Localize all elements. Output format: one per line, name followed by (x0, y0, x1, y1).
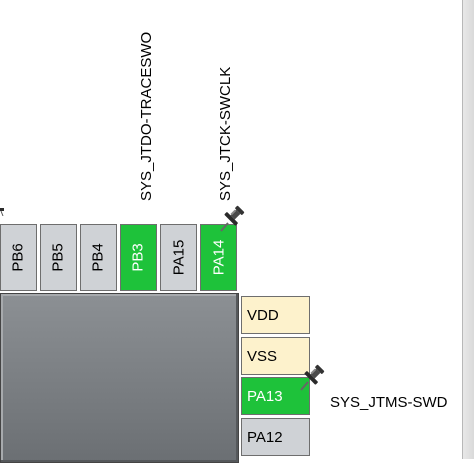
scroll-edge (462, 0, 474, 459)
pin-pb5[interactable]: PB5 (40, 224, 77, 291)
signal-label-pa14: SYS_JTCK-SWCLK (217, 66, 234, 201)
pin-label: PB3 (129, 243, 147, 272)
pin-pa13[interactable]: PA13 (241, 377, 310, 415)
chip-body (0, 293, 239, 463)
pushpin-icon (300, 364, 325, 391)
pin-pa12[interactable]: PA12 (241, 418, 310, 456)
pin-label: PB6 (9, 243, 27, 272)
pin-pb3[interactable]: PB3 (120, 224, 157, 291)
signal-label-pa13: SYS_JTMS-SWD (330, 394, 448, 411)
pushpin-icon (220, 205, 245, 232)
pin-pa15[interactable]: PA15 (160, 224, 197, 291)
pin-label: PA12 (247, 428, 283, 446)
pin-label: PA15 (170, 239, 187, 276)
pin-label: PA14 (210, 239, 227, 276)
pin-label: PB4 (89, 243, 107, 272)
pin-vdd[interactable]: VDD (241, 296, 310, 334)
pin-vss[interactable]: VSS (241, 337, 310, 375)
pin-label: PA13 (247, 387, 283, 405)
pin-pb6[interactable]: PB6 (0, 224, 37, 291)
pin-label: VSS (247, 347, 278, 365)
pin-label: VDD (247, 306, 279, 324)
pin-pa14[interactable]: PA14 (200, 224, 237, 291)
pushpin-icon-clipped (0, 208, 4, 216)
pin-pb4[interactable]: PB4 (80, 224, 117, 291)
pin-label: PB5 (49, 243, 67, 272)
signal-label-pb3: SYS_JTDO-TRACESWO (138, 31, 155, 201)
